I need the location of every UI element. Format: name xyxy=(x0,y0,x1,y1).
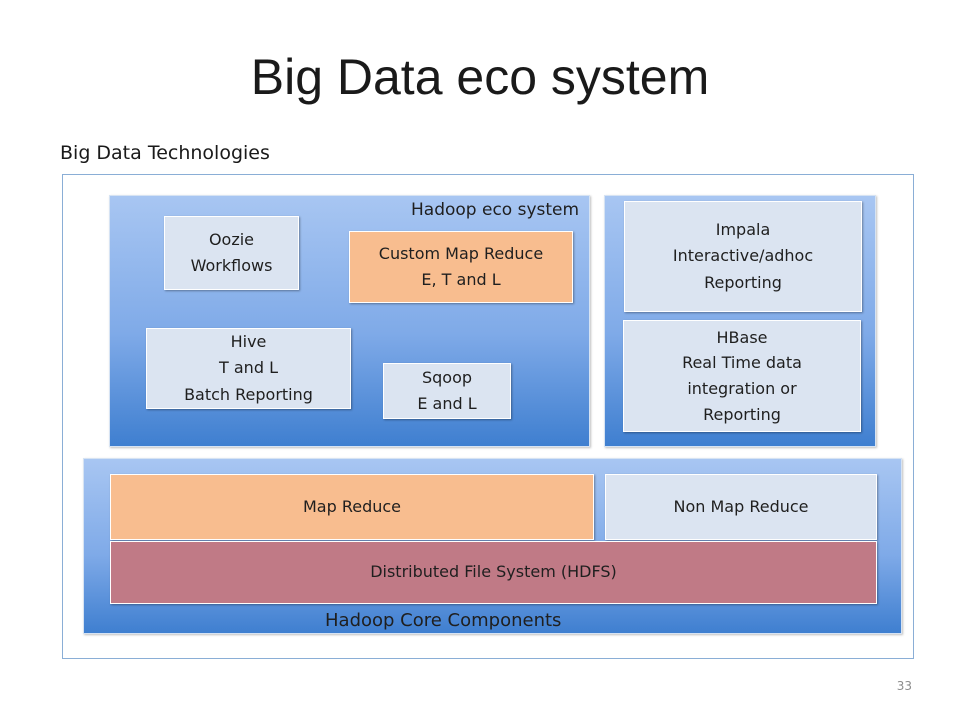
hdfs-box: Distributed File System (HDFS) xyxy=(110,541,877,604)
oozie-line-2: Workflows xyxy=(190,256,273,275)
impala-box: Impala Interactive/adhoc Reporting xyxy=(624,201,862,312)
hbase-line-2: Real Time data xyxy=(682,353,802,373)
hive-line-1: Hive xyxy=(230,331,267,351)
hbase-line-3: integration or xyxy=(687,379,797,398)
custom-map-reduce-line-1: Custom Map Reduce xyxy=(378,243,544,263)
hive-box: Hive T and L Batch Reporting xyxy=(146,328,351,409)
hive-line-3: Batch Reporting xyxy=(184,384,313,404)
slide-title: Big Data eco system xyxy=(250,49,710,105)
hadoop-core-components-label: Hadoop Core Components xyxy=(325,610,562,631)
hbase-line-4: Reporting xyxy=(703,404,781,424)
page-number: 33 xyxy=(896,679,912,693)
map-reduce-box: Map Reduce xyxy=(110,474,594,540)
impala-line-1: Impala xyxy=(715,219,771,239)
non-map-reduce-box: Non Map Reduce xyxy=(605,474,877,540)
sqoop-box: Sqoop E and L xyxy=(383,363,511,419)
hive-line-2: T and L xyxy=(219,358,278,378)
sqoop-line-1: Sqoop xyxy=(421,367,473,387)
custom-map-reduce-box: Custom Map Reduce E, T and L xyxy=(349,231,573,303)
oozie-workflows-box: Oozie Workflows xyxy=(164,216,299,290)
oozie-line-1: Oozie xyxy=(208,229,255,249)
impala-line-3: Reporting xyxy=(704,272,782,292)
sqoop-line-2: E and L xyxy=(417,394,477,413)
hadoop-eco-system-label: Hadoop eco system xyxy=(411,200,580,220)
section-label: Big Data Technologies xyxy=(60,142,270,164)
custom-map-reduce-line-2: E, T and L xyxy=(421,270,501,289)
hbase-line-1: HBase xyxy=(716,327,768,347)
hbase-box: HBase Real Time data integration or Repo… xyxy=(623,320,861,432)
impala-line-2: Interactive/adhoc xyxy=(672,246,814,266)
